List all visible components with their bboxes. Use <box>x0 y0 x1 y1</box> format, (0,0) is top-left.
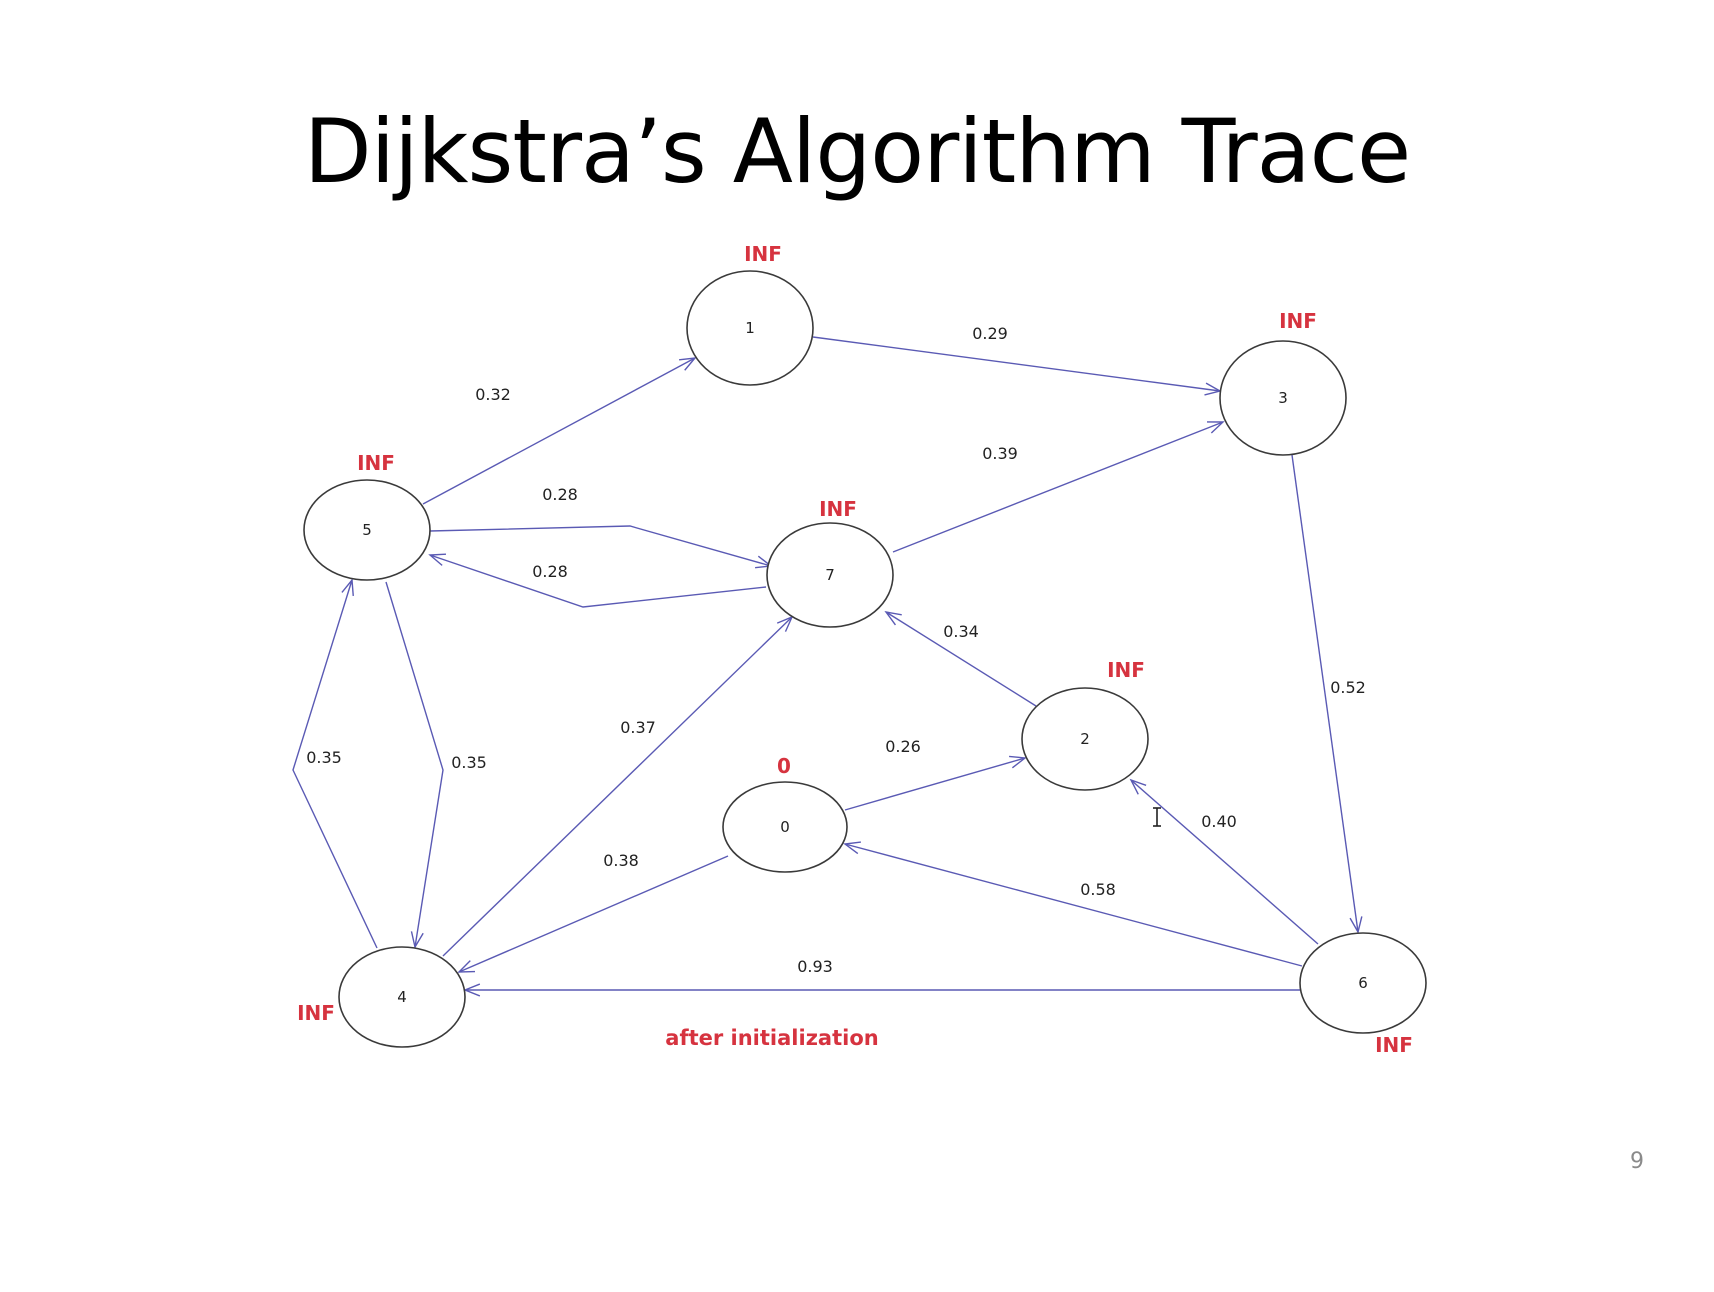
edge-line-2-7 <box>885 611 1037 707</box>
node-label-5: 5 <box>362 521 372 539</box>
distance-label-1: INF <box>744 242 782 266</box>
node-circle-0 <box>722 781 848 873</box>
edge-weight-3-6: 0.52 <box>1330 678 1366 697</box>
edge-weight-5-1: 0.32 <box>475 385 511 404</box>
page-number: 9 <box>1630 1149 1644 1174</box>
edge-1-3: 0.29 <box>812 324 1222 396</box>
node-circle-2 <box>1021 687 1149 791</box>
edge-weight-1-3: 0.29 <box>972 324 1008 343</box>
distance-label-2: INF <box>1107 658 1145 682</box>
edge-3-6: 0.52 <box>1291 454 1366 934</box>
edge-line-4-7 <box>442 616 793 957</box>
distance-label-4: INF <box>297 1001 335 1025</box>
arrowhead-icon <box>1206 421 1225 434</box>
node-circle-4 <box>338 946 466 1048</box>
node-circle-6 <box>1299 932 1427 1034</box>
node-label-3: 3 <box>1278 389 1288 407</box>
edge-weight-5-7: 0.28 <box>542 485 578 504</box>
edge-line-5-1 <box>422 357 696 505</box>
edge-5-1: 0.32 <box>422 357 697 505</box>
node-circle-7 <box>766 522 894 628</box>
edge-5-7: 0.28 <box>429 485 773 569</box>
arrowhead-icon <box>428 553 447 566</box>
distance-label-6: INF <box>1375 1033 1413 1057</box>
diagram-caption: after initialization <box>665 1026 878 1050</box>
node-3: 3 INF <box>1219 309 1347 456</box>
edge-7-3: 0.39 <box>892 421 1225 553</box>
edge-weight-7-3: 0.39 <box>982 444 1018 463</box>
distance-label-3: INF <box>1279 309 1317 333</box>
edge-line-1-3 <box>812 336 1221 392</box>
node-label-7: 7 <box>825 566 835 584</box>
arrowhead-icon <box>1009 755 1027 769</box>
edge-6-2: 0.40 <box>1129 778 1319 945</box>
edge-2-7: 0.34 <box>884 610 1037 707</box>
arrowhead-icon <box>679 357 697 371</box>
arrowhead-icon <box>457 960 476 973</box>
node-0: 00 <box>722 754 848 873</box>
edge-line-6-0 <box>844 843 1303 967</box>
edge-line-0-4 <box>458 855 729 973</box>
node-5: 5 INF <box>303 451 431 581</box>
edge-line-7-5 <box>429 554 767 608</box>
distance-label-7: INF <box>819 497 857 521</box>
edge-weight-4-5: 0.35 <box>306 748 342 767</box>
edge-weight-6-4: 0.93 <box>797 957 833 976</box>
edge-weight-2-7: 0.34 <box>943 622 979 641</box>
node-label-6: 6 <box>1358 974 1368 992</box>
node-label-0: 0 <box>780 818 790 836</box>
edge-line-5-4 <box>385 581 444 948</box>
slide-title: Dijkstra’s Algorithm Trace <box>303 100 1411 203</box>
arrowhead-icon <box>341 578 354 597</box>
edge-weight-0-4: 0.38 <box>603 851 639 870</box>
edge-line-6-2 <box>1130 779 1319 945</box>
node-circle-1 <box>686 270 814 386</box>
node-label-2: 2 <box>1080 730 1090 748</box>
edge-4-5: 0.35 <box>292 578 378 949</box>
node-circle-5 <box>303 479 431 581</box>
edge-weight-5-4: 0.35 <box>451 753 487 772</box>
arrowhead-icon <box>1129 778 1147 795</box>
arrowhead-icon <box>1349 916 1363 934</box>
arrowhead-icon <box>843 841 861 855</box>
node-label-4: 4 <box>397 988 407 1006</box>
distance-label-0: 0 <box>777 754 791 778</box>
edge-4-7: 0.37 <box>442 615 794 957</box>
edge-weight-4-7: 0.37 <box>620 718 656 737</box>
text-cursor-icon <box>1153 807 1161 827</box>
node-2: 2 INF <box>1021 658 1149 791</box>
node-circle-3 <box>1219 340 1347 456</box>
edge-weight-6-2: 0.40 <box>1201 812 1237 831</box>
edge-7-5: 0.28 <box>428 553 767 608</box>
arrowhead-icon <box>410 931 424 949</box>
node-7: 7 INF <box>766 497 894 628</box>
edge-line-4-5 <box>292 579 378 949</box>
edge-6-0: 0.58 <box>843 841 1303 967</box>
edge-0-2: 0.26 <box>844 737 1027 811</box>
edge-line-3-6 <box>1291 454 1359 933</box>
arrowhead-icon <box>884 610 902 626</box>
edge-weight-7-5: 0.28 <box>532 562 568 581</box>
edge-weight-6-0: 0.58 <box>1080 880 1116 899</box>
edge-line-7-3 <box>892 421 1224 553</box>
edge-0-4: 0.38 <box>457 851 729 973</box>
edge-5-4: 0.35 <box>385 581 487 949</box>
node-1: 1 INF <box>686 242 814 386</box>
edge-line-5-7 <box>429 525 772 567</box>
edge-6-4: 0.93 <box>463 957 1300 997</box>
edge-line-0-2 <box>844 757 1026 811</box>
edge-weight-0-2: 0.26 <box>885 737 921 756</box>
distance-label-5: INF <box>357 451 395 475</box>
node-label-1: 1 <box>745 319 755 337</box>
